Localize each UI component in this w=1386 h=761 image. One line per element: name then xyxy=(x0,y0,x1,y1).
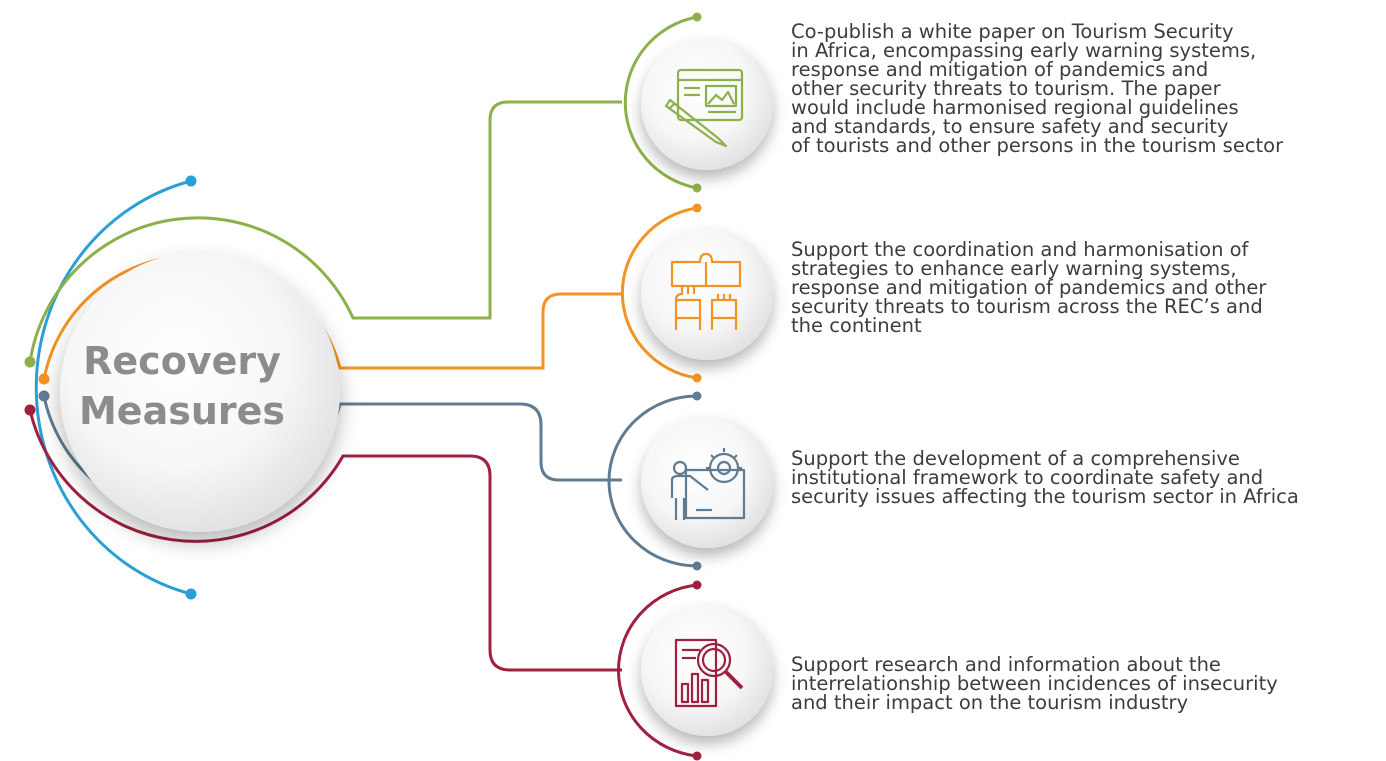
item-4-text: Support research and information about t… xyxy=(791,653,1278,714)
research-magnifier-icon xyxy=(674,638,744,708)
center-title: Recovery Measures xyxy=(62,336,302,436)
item-4-node xyxy=(617,580,773,761)
item-2-text: Support the coordination and harmonisati… xyxy=(791,238,1267,337)
arc-crimson-dot xyxy=(24,404,36,416)
arc-slate-dot xyxy=(38,390,50,402)
item-2-node xyxy=(620,203,773,383)
item-1-text: Co-publish a white paper on Tourism Secu… xyxy=(791,20,1284,157)
arc-orange-dot xyxy=(38,373,50,385)
item-1-node xyxy=(623,12,773,193)
center-title-line2: Measures xyxy=(78,389,286,433)
arc-green-dot xyxy=(24,356,36,368)
item-3-node xyxy=(607,391,773,571)
arc-blue-top-dot xyxy=(185,175,197,187)
item-3-disc xyxy=(641,416,773,548)
puzzle-hands-icon xyxy=(670,252,742,330)
center-disc xyxy=(60,252,340,532)
arc-green xyxy=(28,100,622,363)
arc-blue-bottom-dot xyxy=(185,588,197,600)
arc-blue xyxy=(34,179,192,596)
item-2-disc xyxy=(641,228,773,360)
arc-crimson xyxy=(28,409,622,672)
item-3-text: Support the development of a comprehensi… xyxy=(791,447,1299,508)
center-title-line1: Recovery xyxy=(83,339,281,383)
web-design-pen-icon xyxy=(664,68,744,148)
person-gear-icon xyxy=(670,448,746,520)
item-4-disc xyxy=(641,604,773,736)
